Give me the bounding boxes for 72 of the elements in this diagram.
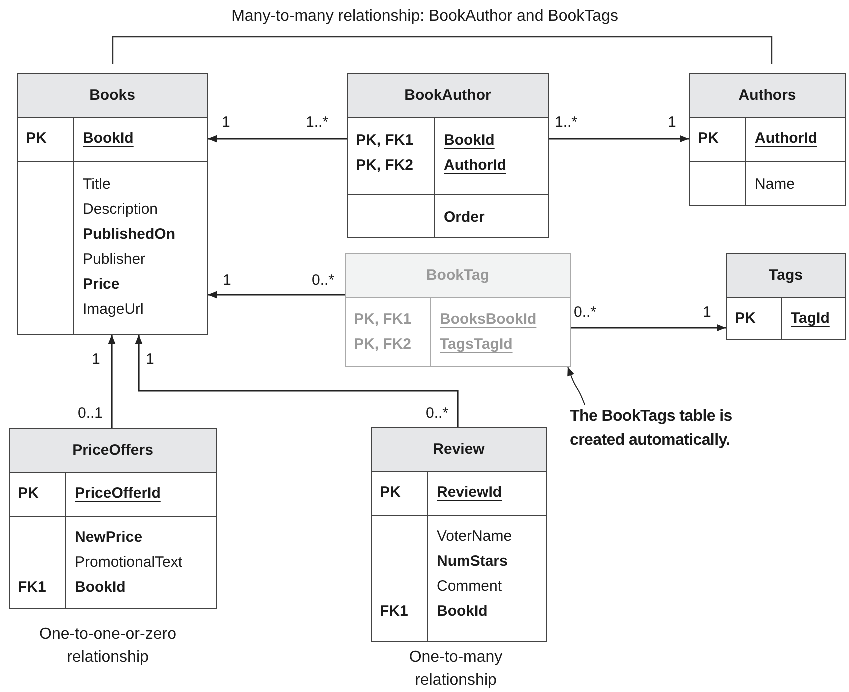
entity-table — [726, 253, 846, 340]
relationship-arrow — [571, 324, 726, 332]
key-label: PK, FK1 — [356, 132, 414, 149]
multiplicity-label: 1 — [146, 351, 154, 368]
multiplicity-label: 1 — [668, 114, 676, 131]
multiplicity-label: 1 — [92, 351, 100, 368]
relationship-caption: One-to-one-or-zero relationship — [38, 625, 178, 668]
note-text: The BookTags table is created automatically. — [570, 405, 760, 453]
column-name: Price — [83, 276, 120, 293]
entity-table — [9, 428, 217, 609]
column-name: PromotionalText — [75, 554, 183, 571]
key-label: FK1 — [18, 579, 46, 596]
multiplicity-label: 0..* — [426, 405, 449, 422]
column-name: Title — [83, 176, 111, 193]
column-name: TagsTagId — [440, 336, 513, 353]
column-name: Order — [444, 209, 485, 226]
table-name: Review — [433, 441, 485, 458]
relationship-arrow — [135, 335, 459, 427]
relationship-arrow — [208, 135, 347, 143]
column-name: NewPrice — [75, 529, 143, 546]
multiplicity-label: 1..* — [555, 114, 578, 131]
multiplicity-label: 1..* — [306, 114, 329, 131]
relationship-arrow — [208, 291, 345, 299]
column-name: ImageUrl — [83, 301, 144, 318]
column-name: NumStars — [437, 553, 508, 570]
key-label: PK, FK2 — [356, 157, 414, 174]
column-name: ReviewId — [437, 484, 502, 501]
relationship-caption: One-to-many relationship — [408, 648, 504, 691]
column-name: BookId — [444, 132, 495, 149]
column-name: AuthorId — [444, 157, 506, 174]
key-label: FK1 — [380, 603, 408, 620]
multiplicity-label: 1 — [703, 304, 712, 321]
key-label: PK — [380, 484, 401, 501]
key-label: PK, FK1 — [354, 311, 412, 328]
key-label: PK — [26, 130, 47, 147]
leader-line — [568, 366, 586, 406]
column-name: PublishedOn — [83, 226, 176, 243]
table-name: Books — [90, 87, 136, 104]
column-name: Comment — [437, 578, 502, 595]
column-name: BookId — [83, 130, 134, 147]
table-name: BookAuthor — [404, 87, 492, 104]
multiplicity-label: 0..* — [574, 304, 597, 321]
column-name: Description — [83, 201, 158, 218]
entity-table — [689, 73, 846, 206]
multiplicity-label: 0..* — [312, 272, 335, 289]
table-name: Authors — [738, 87, 796, 104]
relationship-arrow — [108, 335, 116, 428]
entity-table — [345, 253, 571, 367]
column-name: AuthorId — [755, 130, 818, 147]
column-name: TagId — [791, 310, 830, 327]
table-name: PriceOffers — [72, 442, 154, 459]
table-name: BookTag — [426, 267, 490, 284]
key-label: PK — [18, 485, 39, 502]
key-label: PK — [735, 310, 756, 327]
entity-table — [371, 427, 547, 642]
key-label: PK — [698, 130, 719, 147]
diagram-heading: Many-to-many relationship: BookAuthor and BookTags — [232, 8, 618, 26]
multiplicity-label: 1 — [222, 114, 230, 131]
entity-table — [17, 73, 208, 335]
column-name: Name — [755, 176, 796, 193]
column-name: BookId — [75, 579, 126, 596]
multiplicity-label: 0..1 — [78, 405, 104, 422]
entity-table — [347, 73, 549, 238]
column-name: PriceOfferId — [75, 485, 161, 502]
relationship-arrow — [549, 135, 689, 143]
column-name: BooksBookId — [440, 311, 537, 328]
column-name: VoterName — [437, 528, 512, 545]
multiplicity-label: 1 — [223, 272, 232, 289]
table-name: Tags — [769, 267, 803, 284]
key-label: PK, FK2 — [354, 336, 412, 353]
column-name: BookId — [437, 603, 488, 620]
column-name: Publisher — [83, 251, 146, 268]
